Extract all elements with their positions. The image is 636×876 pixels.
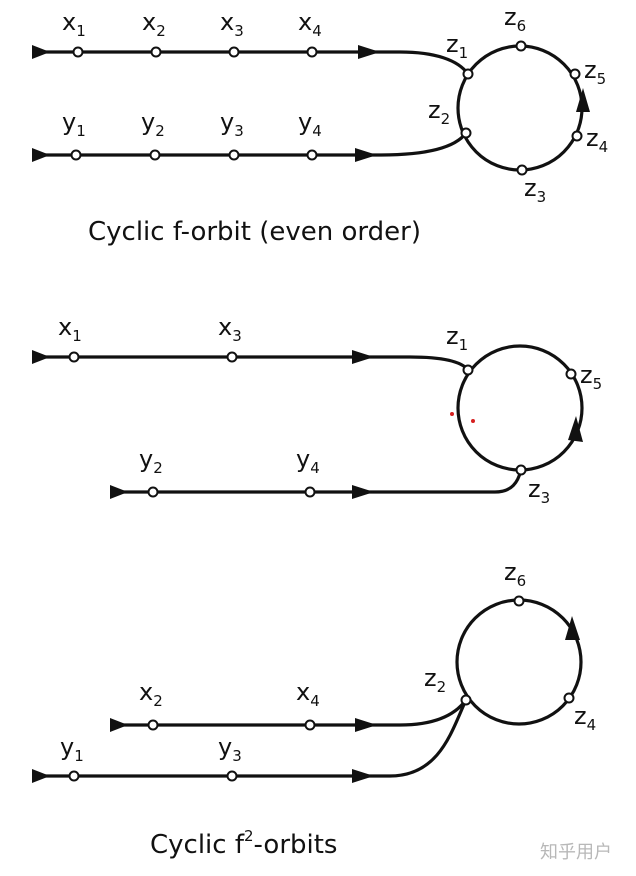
label-x4: x4 <box>298 8 322 40</box>
node-x2-c <box>147 719 159 731</box>
label-x1: x1 <box>62 8 86 40</box>
node-z5-b <box>565 368 577 380</box>
caption-panel-3: Cyclic f2-orbits <box>150 827 337 860</box>
label-x3: x3 <box>218 313 242 345</box>
label-z5: z5 <box>580 361 602 393</box>
label-y4: y4 <box>296 445 320 477</box>
node-y3 <box>228 149 240 161</box>
y-odd-chain-path <box>34 698 468 778</box>
node-z4-c <box>563 692 575 704</box>
node-x4 <box>306 46 318 58</box>
node-z3 <box>516 164 528 176</box>
node-z1 <box>462 68 474 80</box>
label-z3: z3 <box>524 174 546 206</box>
y-odd-chain-mid-arrow <box>352 769 374 783</box>
label-x2: x2 <box>142 8 166 40</box>
label-z6: z6 <box>504 558 526 590</box>
node-z4 <box>571 130 583 142</box>
node-x2 <box>150 46 162 58</box>
node-y1-c <box>68 770 80 782</box>
cycle-direction-arrow-3 <box>565 616 580 640</box>
label-z6: z6 <box>504 3 526 35</box>
label-z2: z2 <box>424 664 446 696</box>
node-x3-b <box>226 351 238 363</box>
label-y4: y4 <box>298 108 322 140</box>
label-x1: x1 <box>58 313 82 345</box>
panel-odd-orbit: x1 x3 y2 y4 z1 z3 z5 <box>32 313 602 507</box>
panel-f-squared-orbits: x2 x4 y1 y3 z2 z4 z6 Cyclic f2-orbits <box>32 558 596 860</box>
x-odd-chain-mid-arrow <box>352 350 374 364</box>
y-even-chain-mid-arrow <box>352 485 374 499</box>
label-y3: y3 <box>218 733 242 765</box>
x-even-chain-path <box>110 698 468 727</box>
label-y2: y2 <box>139 445 163 477</box>
y-chain-path <box>34 131 468 157</box>
node-y2-b <box>147 486 159 498</box>
x-even-chain-start-arrow <box>110 718 128 732</box>
node-z3-b <box>515 464 527 476</box>
label-x4: x4 <box>296 678 320 710</box>
x-chain-path <box>34 50 470 76</box>
node-z2 <box>460 127 472 139</box>
label-z1: z1 <box>446 30 468 62</box>
node-z1-b <box>462 364 474 376</box>
label-z3: z3 <box>528 475 550 507</box>
label-x3: x3 <box>220 8 244 40</box>
watermark-text: 知乎用户 <box>540 842 612 863</box>
y-chain-start-arrow <box>32 148 50 162</box>
node-y4 <box>306 149 318 161</box>
label-x2: x2 <box>139 678 163 710</box>
node-x4-c <box>304 719 316 731</box>
label-y1: y1 <box>62 108 86 140</box>
cycle-direction-arrow <box>576 88 590 112</box>
node-z6 <box>515 40 527 52</box>
panel-even-order-orbit: x1 x2 x3 x4 y1 y2 y3 y4 z1 z2 z3 z4 z5 z… <box>32 3 608 247</box>
x-even-chain-mid-arrow <box>355 718 377 732</box>
x-chain-mid-arrow <box>358 45 380 59</box>
x-chain-start-arrow <box>32 45 50 59</box>
cycle-direction-arrow-2 <box>568 416 583 442</box>
y-odd-chain-start-arrow <box>32 769 50 783</box>
node-y3-c <box>226 770 238 782</box>
node-y1 <box>70 149 82 161</box>
node-y4-b <box>304 486 316 498</box>
node-x1-b <box>68 351 80 363</box>
label-y2: y2 <box>141 108 165 140</box>
node-x3 <box>228 46 240 58</box>
x-odd-chain-path <box>34 355 470 372</box>
cycle-circle-2 <box>456 344 584 472</box>
node-z5 <box>569 68 581 80</box>
label-z2: z2 <box>428 96 450 128</box>
y-even-chain-start-arrow <box>110 485 128 499</box>
cycle-circle-3 <box>455 598 583 726</box>
label-y1: y1 <box>60 733 84 765</box>
red-dot <box>471 419 475 423</box>
y-chain-mid-arrow <box>355 148 377 162</box>
node-x1 <box>72 46 84 58</box>
node-z6-c <box>513 595 525 607</box>
node-y2 <box>149 149 161 161</box>
node-z2-c <box>460 694 472 706</box>
label-z4: z4 <box>574 702 596 734</box>
caption-panel-1: Cyclic f-orbit (even order) <box>88 217 421 247</box>
label-z1: z1 <box>446 322 468 354</box>
label-z5: z5 <box>584 56 606 88</box>
red-dot <box>450 412 454 416</box>
cycle-circle <box>456 44 584 172</box>
label-y3: y3 <box>220 108 244 140</box>
x-odd-chain-start-arrow <box>32 350 50 364</box>
label-z4: z4 <box>586 124 608 156</box>
